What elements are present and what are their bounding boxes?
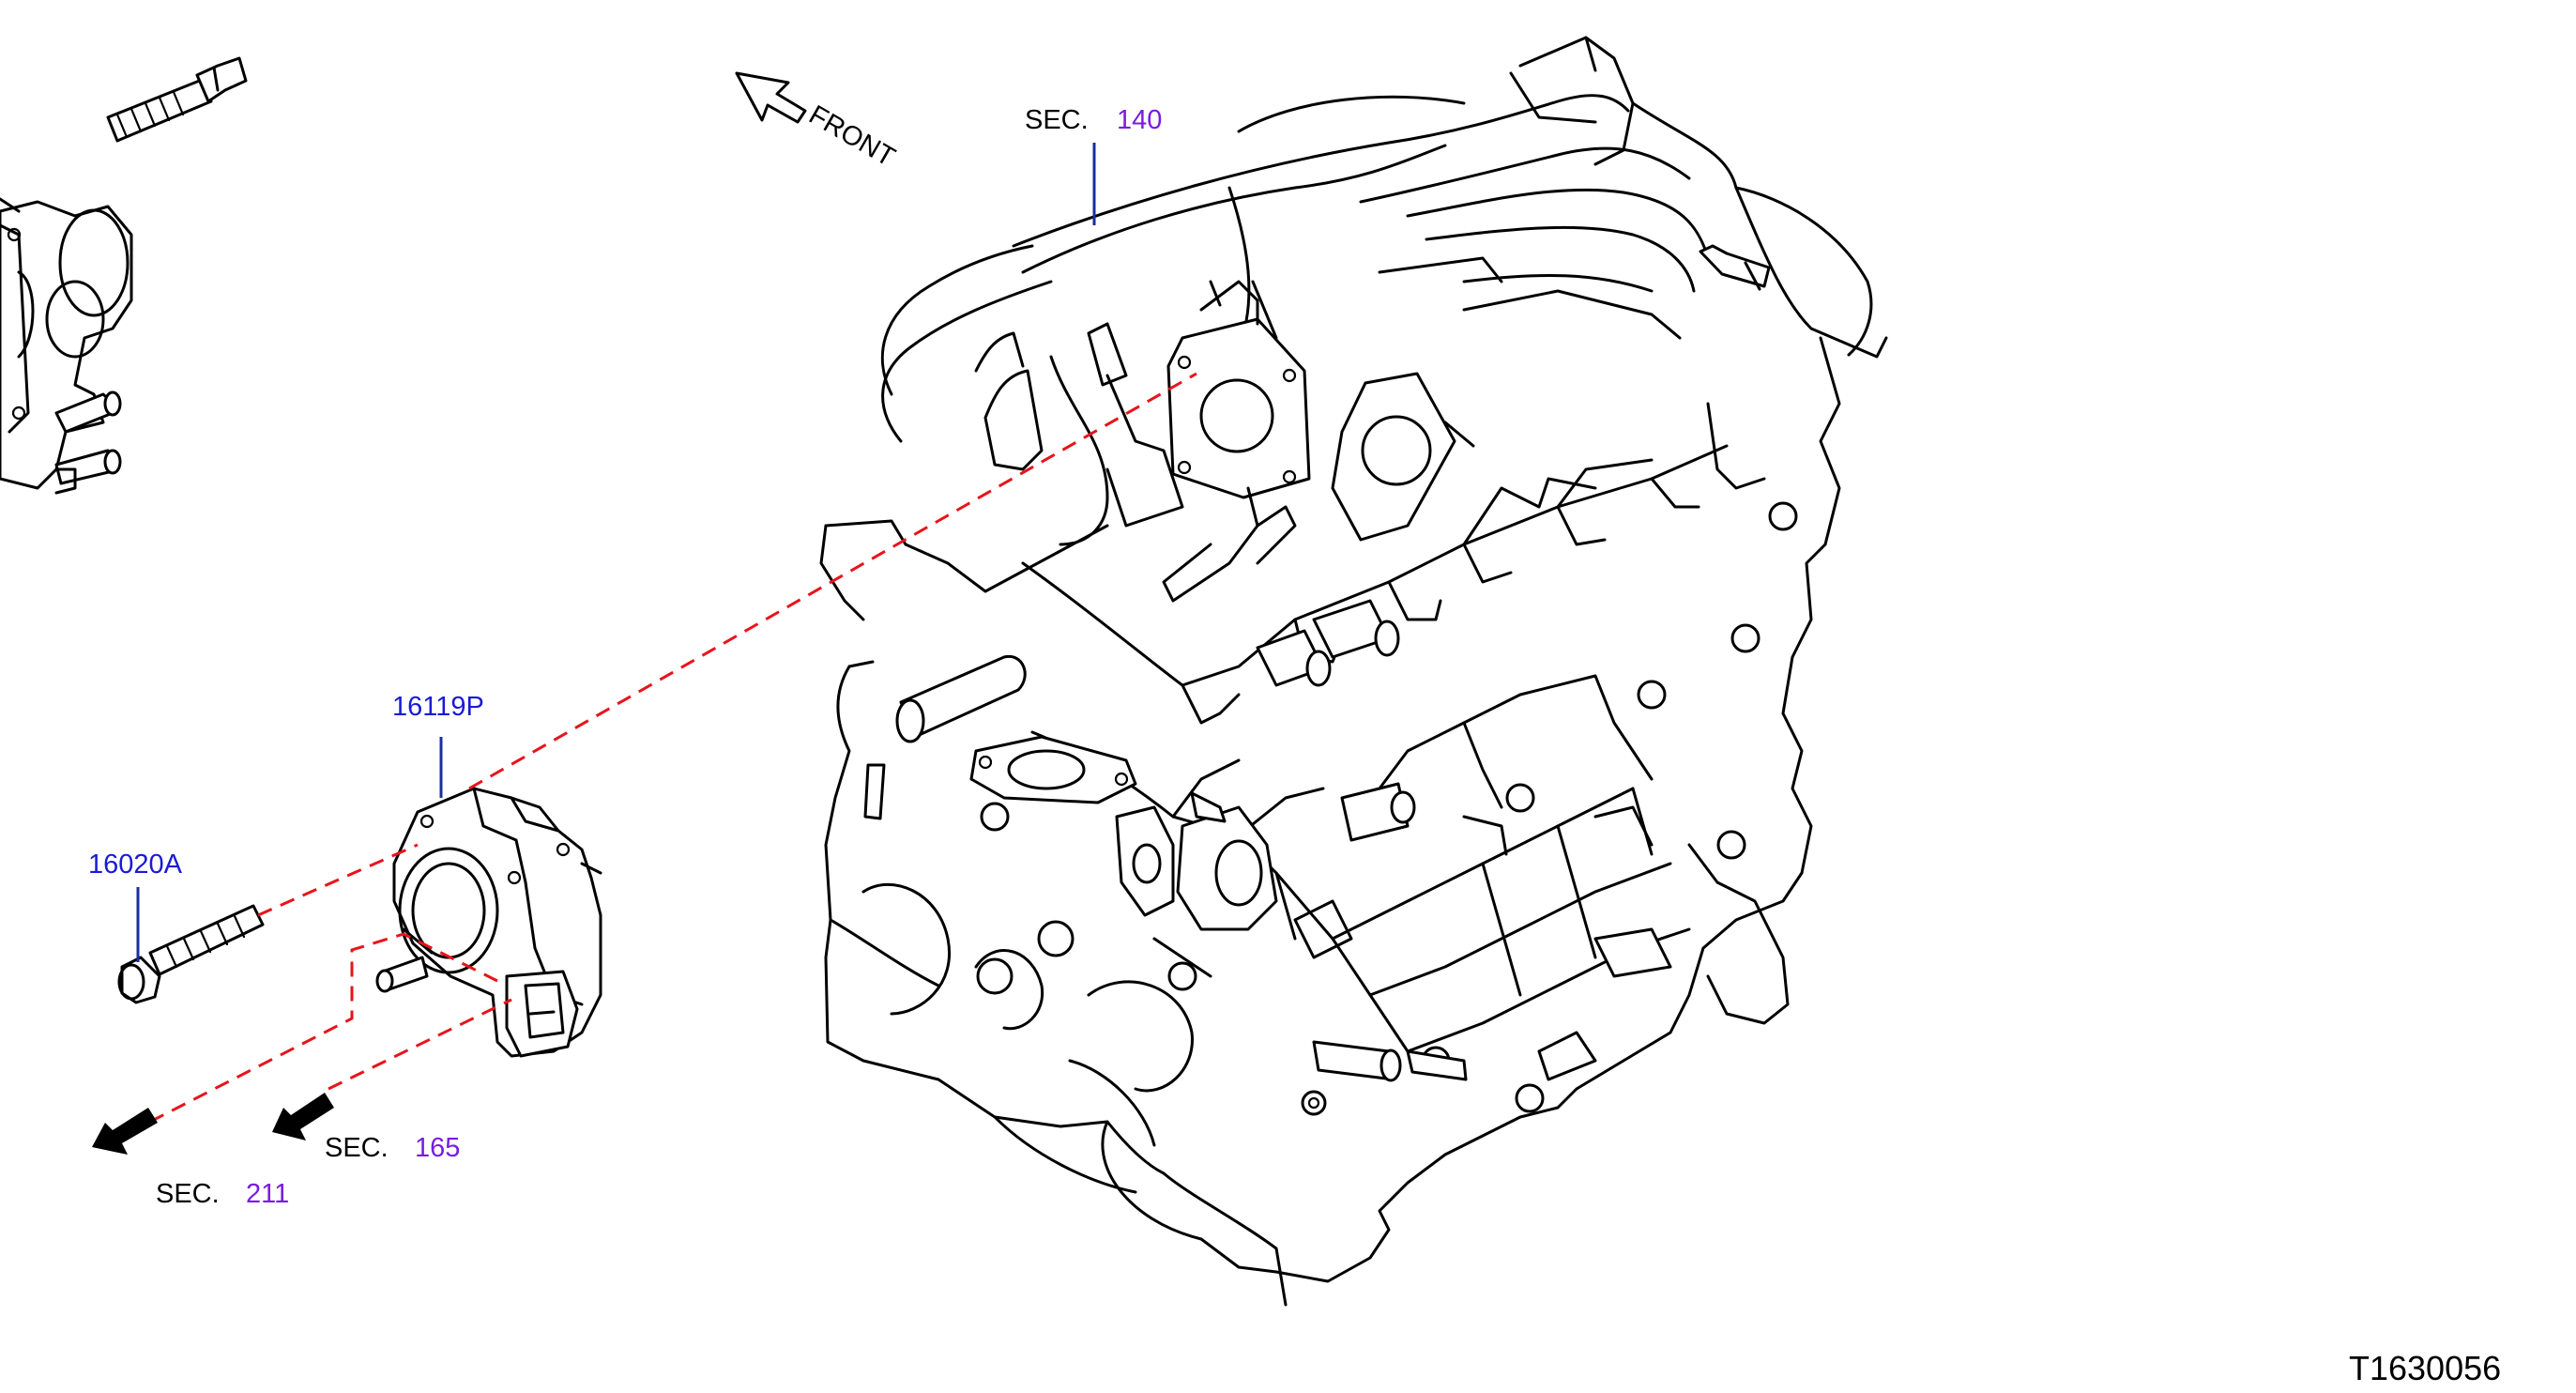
front-label: FRONT xyxy=(804,100,901,173)
front-arrow-icon xyxy=(735,71,807,124)
engine-assembly xyxy=(819,36,1888,1307)
sec-211-number: 211 xyxy=(246,1179,289,1209)
sec-165-number: 165 xyxy=(415,1133,460,1163)
dashed-line-throttle-to-manifold xyxy=(468,372,1197,790)
throttle-body-part xyxy=(375,787,602,1058)
sec-165-prefix: SEC. xyxy=(325,1133,389,1163)
labels: SEC. 140 16119P 16020A SEC. 165 SEC. 211… xyxy=(88,105,2501,1387)
sec-211-prefix: SEC. xyxy=(156,1179,220,1209)
sec-140-prefix: SEC. xyxy=(1025,105,1089,135)
dashed-line-bolt-to-throttle xyxy=(257,843,419,917)
throttle-body-detail-partial xyxy=(0,197,133,495)
diagram-id: T1630056 xyxy=(2349,1349,2501,1387)
section-arrows xyxy=(92,1093,334,1155)
arrow-sec-211-icon xyxy=(92,1108,158,1155)
leader-lines xyxy=(136,143,1096,962)
arrow-sec-165-icon xyxy=(272,1093,334,1140)
dashed-line-air-duct xyxy=(328,998,512,1091)
part-number-16119p: 16119P xyxy=(392,692,484,722)
bolt-16020a-part xyxy=(117,904,265,1004)
bolt-top-left xyxy=(106,56,248,143)
alignment-lines xyxy=(149,372,1197,1124)
sec-140-number: 140 xyxy=(1117,105,1162,135)
part-number-16020a: 16020A xyxy=(88,850,183,880)
front-arrow: FRONT xyxy=(735,71,901,173)
dashed-line-water-hose xyxy=(149,932,498,1124)
